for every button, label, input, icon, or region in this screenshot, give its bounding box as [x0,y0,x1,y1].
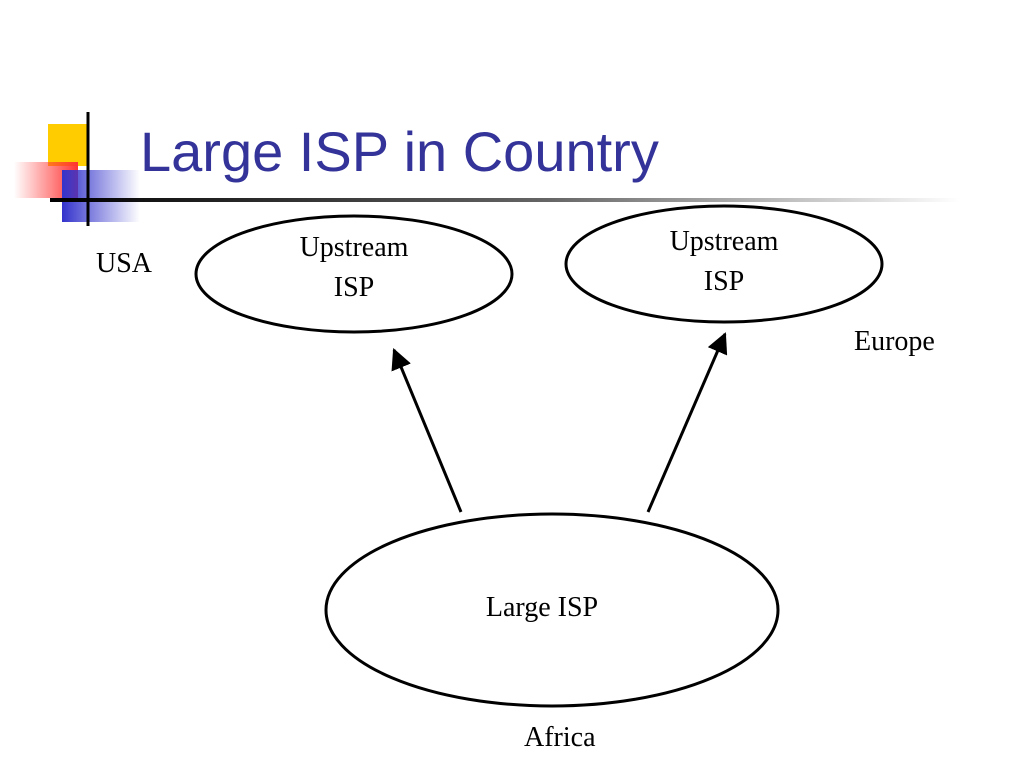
node-label-line: Upstream [669,226,779,257]
logo-accent-icon [14,112,140,226]
title-rule [50,198,960,202]
region-label-africa: Africa [524,722,596,753]
node-upstream-europe [564,204,884,324]
edge-large-to-usa [391,348,463,513]
node-label-line: ISP [333,272,375,303]
node-label-line: ISP [703,266,745,297]
edge-large-to-europe [646,332,728,513]
region-label-europe: Europe [854,326,935,357]
node-label-upstream-europe: Upstream ISP [624,222,824,302]
region-label-usa: USA [96,248,153,279]
node-label-large-isp: Large ISP [412,588,672,628]
node-label-upstream-usa: Upstream ISP [254,228,454,308]
node-label-line: Large ISP [485,592,599,623]
page-title: Large ISP in Country [140,120,659,183]
node-upstream-usa [194,214,514,334]
node-label-line: Upstream [299,232,409,263]
node-large-isp [324,512,780,708]
